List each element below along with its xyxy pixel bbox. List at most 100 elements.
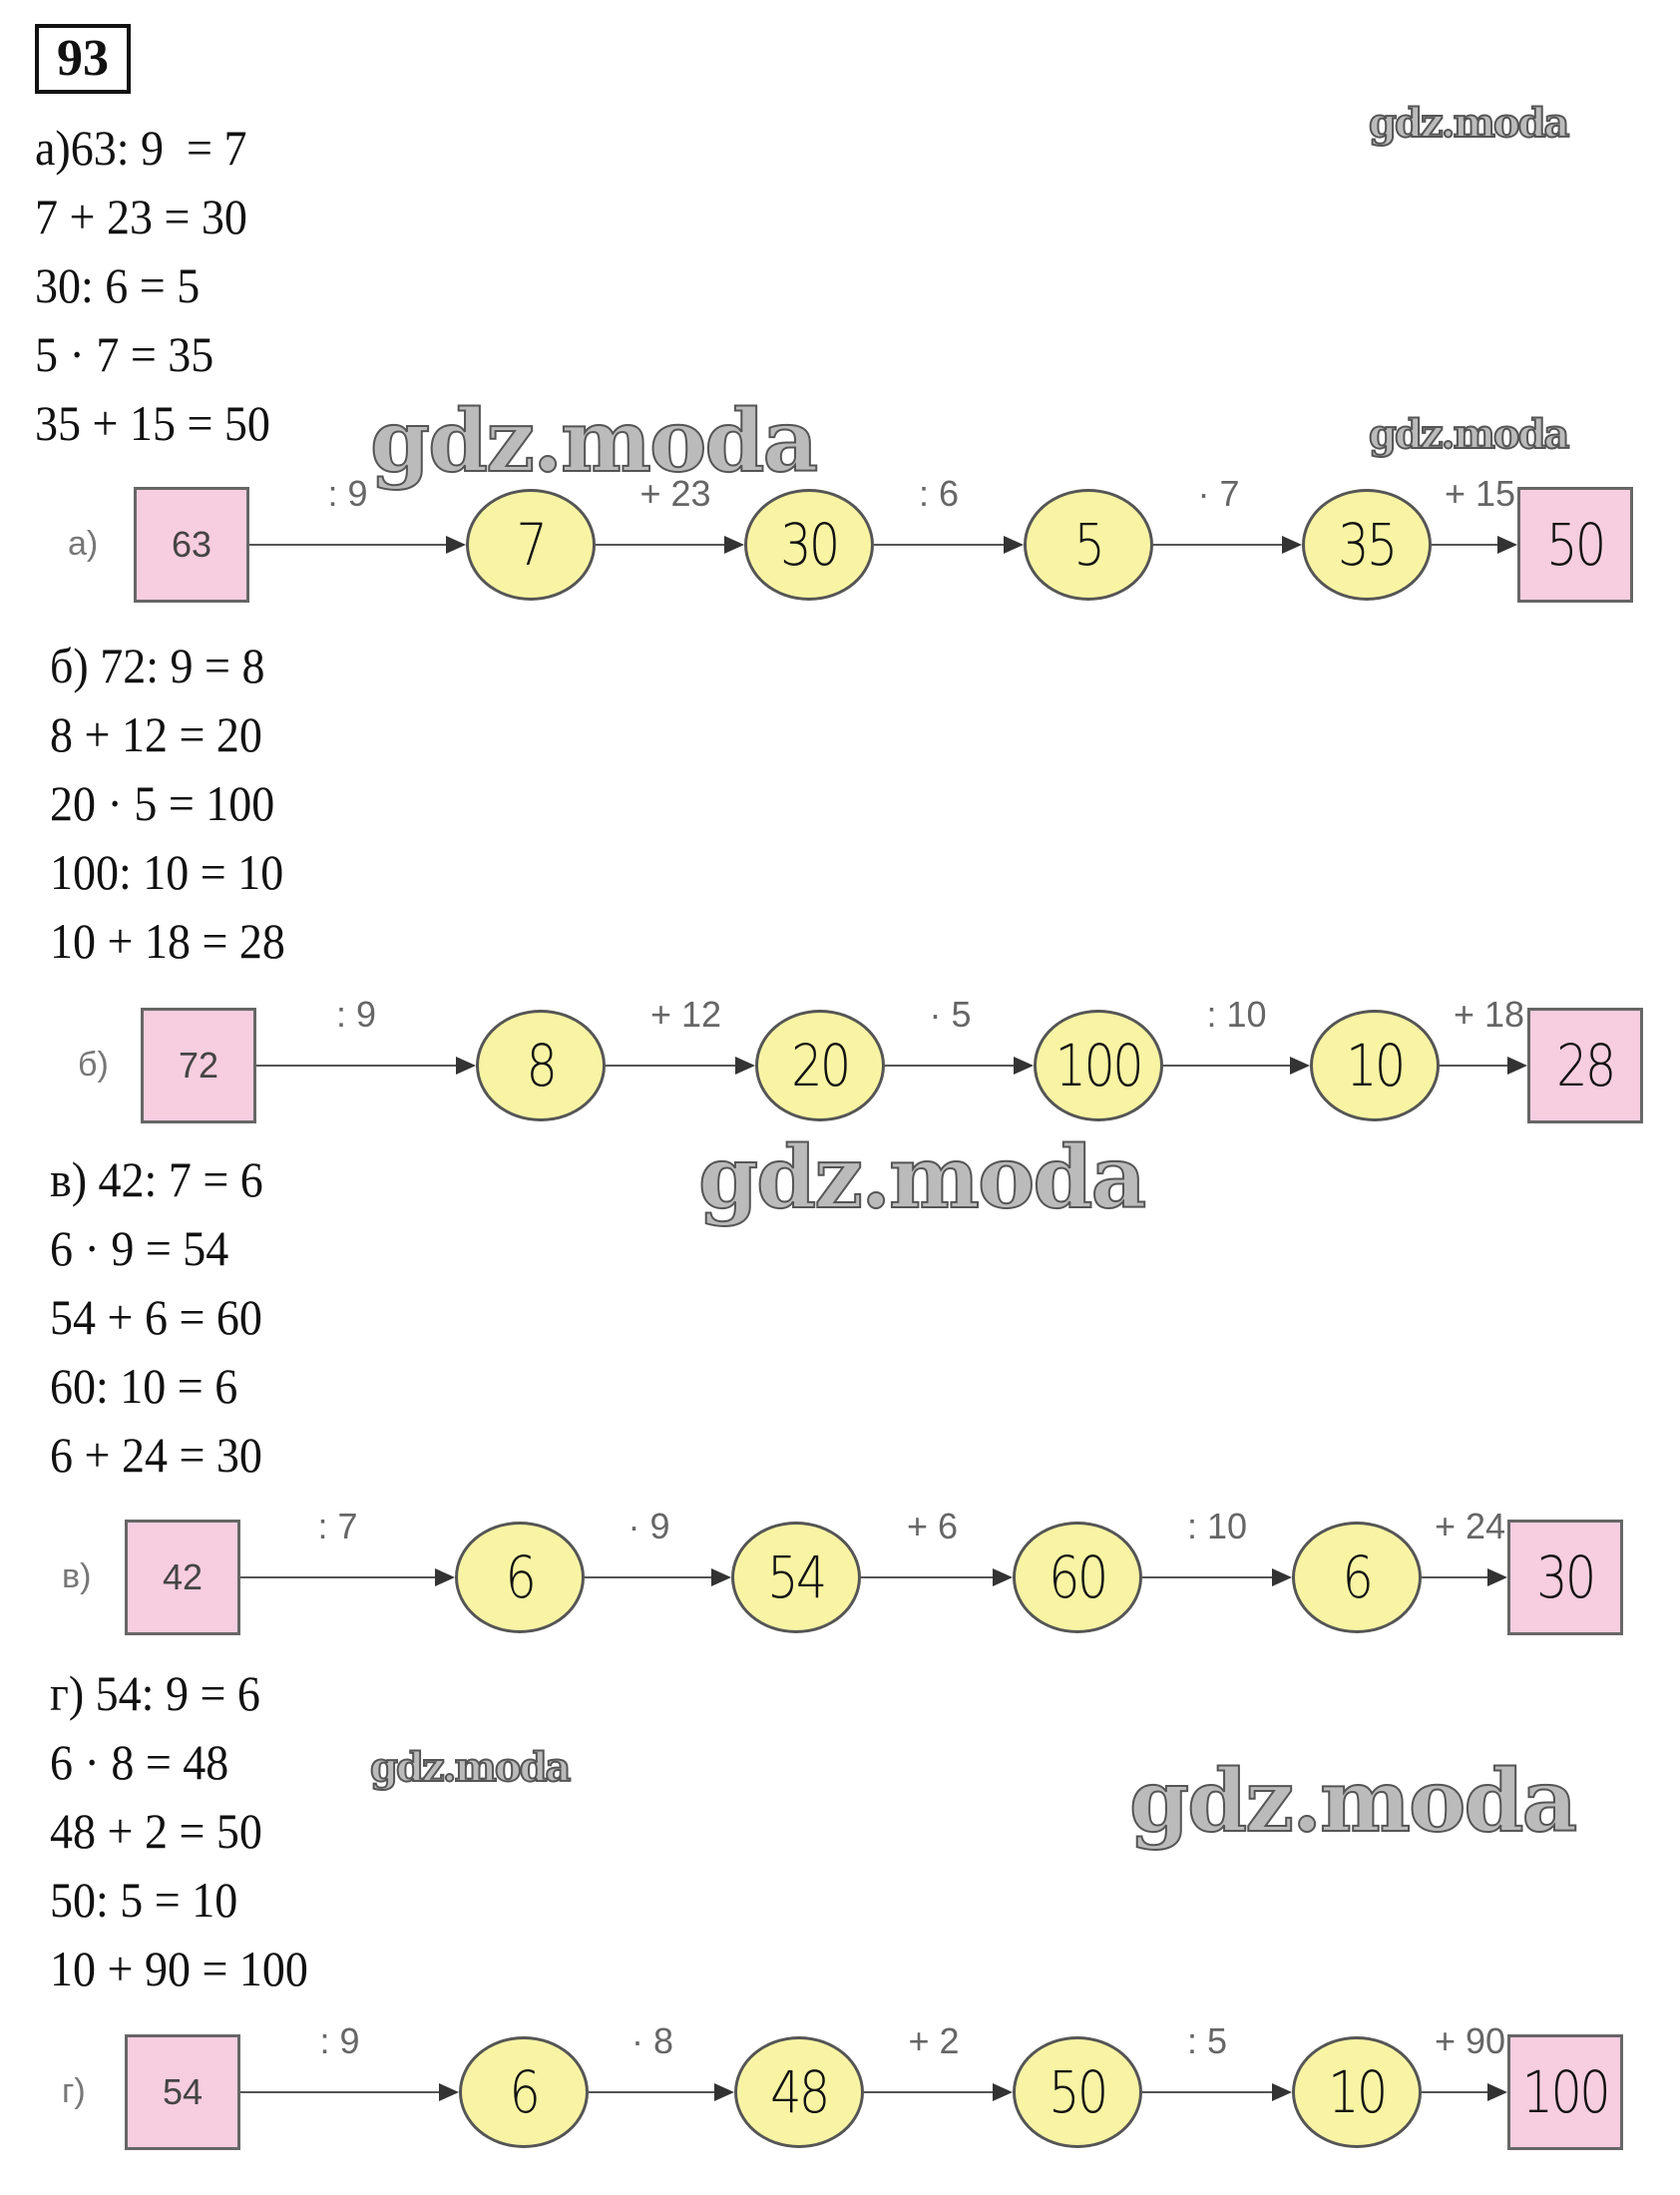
operation-label: + 23 — [639, 473, 711, 514]
arrow — [585, 1568, 731, 1586]
final-square: 28 — [1527, 1008, 1643, 1123]
answer-oval: 10 — [1292, 2036, 1422, 2148]
handwritten-answer: 10 — [1346, 1032, 1406, 1099]
handwritten-answer: 35 — [1338, 511, 1398, 579]
answer-oval: 35 — [1302, 489, 1432, 601]
arrow — [1153, 536, 1302, 554]
watermark: gdz.moda — [1368, 410, 1570, 459]
operation-label: : 5 — [1187, 2020, 1228, 2061]
equation-line: б) 72: 9 = 8 — [50, 638, 265, 693]
operation-label: · 8 — [631, 2020, 674, 2061]
diagram-label: а) — [68, 525, 99, 563]
handwritten-answer: 54 — [767, 1543, 827, 1611]
equation-line: 8 + 12 = 20 — [50, 706, 262, 762]
handwritten-answer: 48 — [770, 2058, 830, 2126]
handwritten-answer: 6 — [505, 1543, 537, 1611]
arrow — [240, 2083, 459, 2101]
arrow — [861, 1568, 1013, 1586]
answer-oval: 10 — [1310, 1010, 1440, 1121]
final-square: 50 — [1517, 487, 1633, 603]
arrow — [240, 1568, 455, 1586]
operation-label: + 6 — [907, 1506, 959, 1546]
handwritten-answer: 5 — [1073, 511, 1105, 579]
answer-oval: 54 — [731, 1522, 861, 1633]
operation-label: · 5 — [929, 994, 972, 1035]
operation-label: : 10 — [1206, 994, 1267, 1035]
handwritten-answer: 30 — [1536, 1543, 1596, 1611]
handwritten-answer: 30 — [780, 511, 840, 579]
start-square: 63 — [134, 487, 249, 603]
arrow — [596, 536, 744, 554]
arrow — [1440, 1057, 1527, 1075]
watermark: gdz.moda — [1368, 99, 1570, 148]
operation-label: · 9 — [628, 1506, 670, 1546]
equation-line: 10 + 90 = 100 — [50, 1941, 308, 1996]
final-square: 100 — [1507, 2034, 1623, 2150]
handwritten-answer: 50 — [1546, 511, 1606, 579]
equations-3: г) 54: 9 = 6 6 · 8 = 48 48 + 2 = 50 50: 5 =… — [50, 1659, 308, 2003]
equation-line: 100: 10 = 10 — [50, 844, 284, 900]
arrow — [1422, 2083, 1507, 2101]
equation-line: 20 · 5 = 100 — [50, 775, 275, 831]
watermark: gdz.moda — [369, 1743, 572, 1792]
arrow — [249, 536, 466, 554]
operation-label: : 6 — [919, 473, 960, 514]
equation-line: 35 + 15 = 50 — [35, 395, 270, 451]
answer-oval: 50 — [1013, 2036, 1142, 2148]
handwritten-answer: 100 — [1054, 1032, 1144, 1099]
equation-line: 50: 5 = 10 — [50, 1872, 238, 1928]
equation-line: 6 + 24 = 30 — [50, 1427, 262, 1483]
equation-line: в) 42: 7 = 6 — [50, 1151, 263, 1207]
equation-line: 7 + 23 = 30 — [35, 189, 247, 244]
equation-line: 48 + 2 = 50 — [50, 1803, 262, 1859]
handwritten-answer: 28 — [1556, 1032, 1616, 1099]
arrow — [1432, 536, 1517, 554]
arrow — [1142, 1568, 1292, 1586]
answer-oval: 8 — [476, 1010, 606, 1121]
arrow — [1422, 1568, 1507, 1586]
answer-oval: 6 — [459, 2036, 589, 2148]
diagram-label: б) — [78, 1046, 109, 1084]
answer-oval: 5 — [1024, 489, 1153, 601]
equation-line: а)63: 9 = 7 — [35, 120, 247, 176]
handwritten-answer: 8 — [526, 1032, 558, 1099]
answer-oval: 48 — [734, 2036, 864, 2148]
arrow — [864, 2083, 1013, 2101]
equation-line: г) 54: 9 = 6 — [50, 1665, 260, 1721]
diagram-label: в) — [62, 1557, 92, 1595]
operation-label: + 12 — [650, 994, 722, 1035]
handwritten-answer: 60 — [1049, 1543, 1108, 1611]
watermark: gdz.moda — [697, 1126, 1147, 1229]
operation-label: : 10 — [1187, 1506, 1248, 1546]
answer-oval: 60 — [1013, 1522, 1142, 1633]
start-square: 42 — [125, 1520, 240, 1635]
handwritten-answer: 50 — [1049, 2058, 1108, 2126]
answer-oval: 20 — [755, 1010, 885, 1121]
arrow — [1142, 2083, 1292, 2101]
operation-label: : 9 — [327, 473, 368, 514]
arrow — [885, 1057, 1034, 1075]
handwritten-answer: 10 — [1328, 2058, 1388, 2126]
operation-label: : 7 — [317, 1506, 358, 1546]
start-square: 72 — [141, 1008, 256, 1123]
equation-line: 30: 6 = 5 — [35, 257, 201, 313]
operation-label: + 90 — [1435, 2020, 1506, 2061]
equation-line: 6 · 9 = 54 — [50, 1220, 229, 1276]
equation-line: 6 · 8 = 48 — [50, 1734, 229, 1790]
operation-label: + 18 — [1454, 994, 1525, 1035]
operation-label: + 15 — [1445, 473, 1516, 514]
answer-oval: 100 — [1034, 1010, 1163, 1121]
answer-oval: 6 — [455, 1522, 585, 1633]
equation-line: 54 + 6 = 60 — [50, 1289, 262, 1345]
handwritten-answer: 6 — [1342, 1543, 1374, 1611]
operation-label: + 2 — [908, 2020, 960, 2061]
arrow — [256, 1057, 476, 1075]
watermark: gdz.moda — [369, 390, 819, 493]
arrow — [589, 2083, 734, 2101]
equation-line: 60: 10 = 6 — [50, 1358, 238, 1414]
answer-oval: 6 — [1292, 1522, 1422, 1633]
equations-2: в) 42: 7 = 6 6 · 9 = 54 54 + 6 = 60 60: 10 … — [50, 1145, 263, 1490]
